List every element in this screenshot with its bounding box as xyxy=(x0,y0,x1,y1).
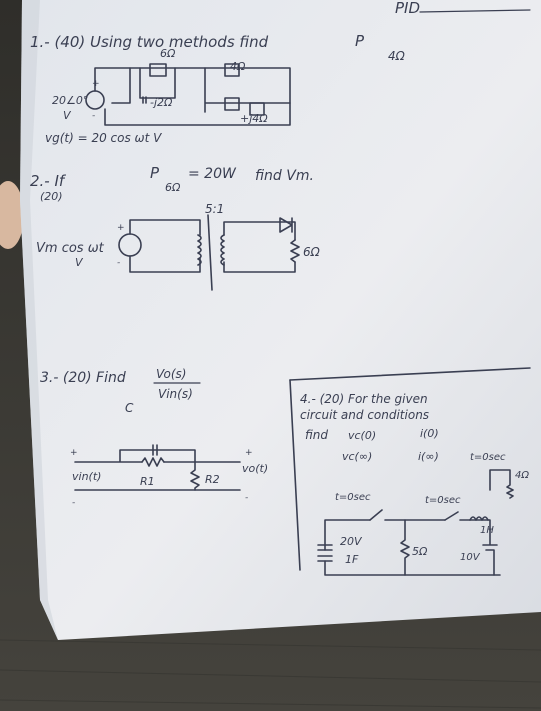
problem-2: 2.- If (20) P 6Ω = 20W find Vm. 5:1 + - … xyxy=(30,164,321,291)
resistor-4ohm xyxy=(224,63,240,77)
load-box xyxy=(249,102,265,116)
circuit-3-diagram xyxy=(74,444,241,491)
svg-text:-: - xyxy=(72,498,75,508)
problem-4-line2: circuit and conditions xyxy=(300,408,429,422)
cap-c-label: C xyxy=(125,401,134,415)
problem-1: 1.- (40) Using two methods find P 4Ω 6Ω … xyxy=(30,32,406,145)
r1-label: R1 xyxy=(140,475,155,488)
capacitor xyxy=(142,96,147,104)
name-line xyxy=(419,9,531,13)
find-iinf: i(∞) xyxy=(418,450,439,463)
source-2-unit: V xyxy=(75,256,84,269)
equation-1: vg(t) = 20 cos ωt V xyxy=(45,131,162,145)
inductor-1h xyxy=(469,516,489,521)
core-line xyxy=(207,214,213,291)
problem-3-title: 3.- (20) Find xyxy=(40,370,126,386)
svg-text:-: - xyxy=(92,111,95,121)
vin-label: vin(t) xyxy=(72,470,101,483)
tf-numerator: Vo(s) xyxy=(156,367,186,381)
resistor-4ohm-p4 xyxy=(489,469,514,499)
problem-1-title: 1.- (40) Using two methods find xyxy=(30,33,269,51)
capacitor-c xyxy=(152,444,158,456)
ind-1h-label: 1H xyxy=(480,525,494,536)
source-10v-label: 10V xyxy=(460,552,481,563)
problem-1-target: P xyxy=(355,32,365,50)
carpet-lines xyxy=(0,639,541,709)
problem-1-target-sub: 4Ω xyxy=(388,49,406,63)
primary-coil xyxy=(197,234,202,266)
source-value: 20∠0° xyxy=(52,94,88,107)
svg-text:-: - xyxy=(245,493,248,503)
paper-edge-shadow xyxy=(20,0,58,640)
r2-label: R2 xyxy=(205,473,220,486)
load-6ohm-label: 6Ω xyxy=(303,245,321,259)
svg-text:-: - xyxy=(117,258,120,268)
problem-2-points: (20) xyxy=(40,190,63,203)
switch-1 xyxy=(369,509,383,521)
label-6ohm: 6Ω xyxy=(160,47,176,60)
switch-2-label: t=0sec xyxy=(425,495,461,506)
res-4ohm-label: 4Ω xyxy=(515,470,529,481)
label-cap: -j2Ω xyxy=(150,96,173,109)
circuit-4-diagram xyxy=(317,469,514,576)
switch-2 xyxy=(444,511,459,521)
problem-4-line1: 4.- (20) For the given xyxy=(300,392,428,406)
find-i0: i(0) xyxy=(420,427,439,440)
box-left-line xyxy=(289,379,301,571)
paper-sheet xyxy=(20,0,541,640)
source-10v xyxy=(482,529,498,576)
resistor-6ohm xyxy=(149,63,167,77)
finger xyxy=(0,181,24,249)
source-2-label: Vm cos ωt xyxy=(36,241,105,256)
problem-3: 3.- (20) Find Vo(s) Vin(s) C R1 R2 + vin… xyxy=(40,367,268,508)
problem-2-power: P xyxy=(150,164,160,182)
circuit-2-diagram: + - xyxy=(117,214,300,291)
header-initials: PID xyxy=(395,0,420,17)
tf-denominator: Vin(s) xyxy=(158,387,193,401)
source-20v xyxy=(317,544,333,551)
svg-text:+: + xyxy=(245,448,253,458)
source-20v-label: 20V xyxy=(340,535,363,548)
diode xyxy=(279,217,293,233)
problem-2-find: find Vm. xyxy=(255,168,314,184)
svg-text:+: + xyxy=(117,223,125,233)
problem-2-title: 2.- If xyxy=(30,172,67,190)
vo-label: vo(t) xyxy=(242,462,268,475)
resistor-6ohm-p2 xyxy=(290,239,300,263)
resistor-5ohm xyxy=(400,519,410,576)
problem-2-power-sub: 6Ω xyxy=(165,181,181,194)
problem-2-power-value: = 20W xyxy=(188,166,237,182)
find-vcinf: vc(∞) xyxy=(342,450,372,463)
box-top-line xyxy=(289,367,531,381)
problem-4: 4.- (20) For the given circuit and condi… xyxy=(289,367,531,576)
cap-1f-label: 1F xyxy=(345,553,359,566)
inductor-box xyxy=(224,97,240,111)
transformer-ratio: 5:1 xyxy=(205,202,224,216)
problem-4-find: find xyxy=(305,428,328,442)
time-t0: t=0sec xyxy=(470,452,506,463)
source-unit: V xyxy=(63,109,72,122)
resistor-r2 xyxy=(190,461,200,491)
resistor-r1 xyxy=(141,457,165,467)
res-5ohm-label: 5Ω xyxy=(412,545,428,558)
label-4ohm: 4Ω xyxy=(230,60,246,73)
circuit-1-diagram: + - xyxy=(85,63,291,126)
switch-1-label: t=0sec xyxy=(335,492,371,503)
find-vc0: vc(0) xyxy=(348,429,376,442)
svg-text:+: + xyxy=(70,448,78,458)
secondary-coil xyxy=(220,234,225,266)
